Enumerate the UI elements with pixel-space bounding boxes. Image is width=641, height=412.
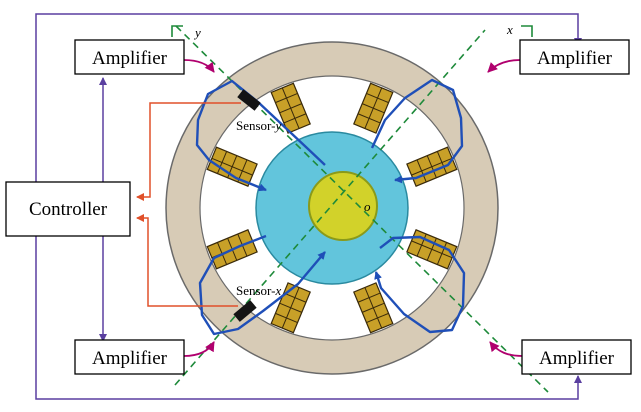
amplifier-top-right-box bbox=[519, 39, 630, 75]
control-wiring bbox=[35, 13, 582, 400]
wire-bottom-loop bbox=[35, 236, 582, 400]
pole-right-lower bbox=[406, 229, 458, 270]
wire-sensor-y bbox=[136, 102, 241, 201]
sensor-x bbox=[233, 300, 257, 322]
flux-path-bottom-left bbox=[198, 234, 326, 336]
axis-y-arrowhead bbox=[521, 25, 533, 37]
sensor-y bbox=[237, 89, 261, 111]
sensor-y-label-axis: y bbox=[273, 118, 281, 133]
sensor-x-label-axis: x bbox=[274, 283, 281, 298]
stator-poles bbox=[206, 82, 458, 334]
amp-out-top-right bbox=[487, 59, 521, 73]
pole-bottom-left bbox=[270, 282, 311, 334]
coil-divider bbox=[211, 157, 253, 176]
pole-left-upper bbox=[206, 146, 258, 187]
amplifier-bottom-right-label: Amplifier bbox=[539, 348, 615, 369]
axis-y-line bbox=[174, 29, 486, 386]
amplifier-top-right: Amplifier bbox=[519, 39, 630, 75]
amplifier-bottom-left-label: Amplifier bbox=[92, 348, 168, 369]
axis-x-label: x bbox=[506, 22, 513, 37]
amplifier-top-left-box bbox=[74, 39, 185, 75]
sensor-wiring bbox=[136, 102, 241, 307]
amplifier-top-left: Amplifier bbox=[74, 39, 185, 75]
amplifier-outputs bbox=[183, 59, 523, 357]
amplifier-top-left-label: Amplifier bbox=[92, 48, 168, 69]
amplifier-top-right-label: Amplifier bbox=[537, 48, 613, 69]
flux-paths bbox=[195, 78, 466, 336]
sensor-x-label-prefix: Sensor- bbox=[236, 283, 275, 298]
pole-top-left bbox=[270, 82, 311, 134]
sensor-x-label: Sensor-x bbox=[236, 283, 281, 298]
controller: Controller bbox=[5, 181, 131, 237]
flux-path-bottom-right bbox=[374, 235, 466, 334]
sensor-y-label-prefix: Sensor- bbox=[236, 118, 275, 133]
sensor-y-label: Sensor-y bbox=[236, 118, 281, 133]
flux-path-top-left bbox=[195, 79, 326, 192]
coil-divider bbox=[281, 287, 300, 329]
rotor bbox=[308, 171, 378, 241]
amplifier-bottom-right-box bbox=[521, 339, 632, 375]
axis-x-arrowhead bbox=[171, 25, 183, 37]
sensor-x-body bbox=[233, 300, 257, 322]
amplifier-bottom-right: Amplifier bbox=[521, 339, 632, 375]
amplifier-bottom-left-box bbox=[74, 339, 185, 375]
amp-out-bottom-left bbox=[183, 341, 215, 357]
coil-divider bbox=[364, 287, 383, 329]
flux-path-top-right bbox=[370, 78, 464, 184]
amp-out-bottom-right bbox=[489, 341, 523, 357]
pole-bottom-right bbox=[353, 282, 394, 334]
amp-out-top-left bbox=[183, 59, 215, 73]
origin-label: o bbox=[364, 199, 371, 214]
controller-box bbox=[5, 181, 131, 237]
axis-y-label: y bbox=[193, 25, 201, 40]
pole-top-right bbox=[353, 82, 394, 134]
coil-divider bbox=[281, 87, 300, 129]
coil-divider bbox=[411, 157, 453, 176]
controller-label: Controller bbox=[29, 199, 108, 220]
coil-divider bbox=[364, 87, 383, 129]
amplifier-bottom-left: Amplifier bbox=[74, 339, 185, 375]
sensor-y-body bbox=[237, 89, 261, 111]
wire-top-loop bbox=[35, 13, 582, 182]
coil-divider bbox=[411, 240, 453, 259]
wire-sensor-x bbox=[136, 214, 238, 307]
